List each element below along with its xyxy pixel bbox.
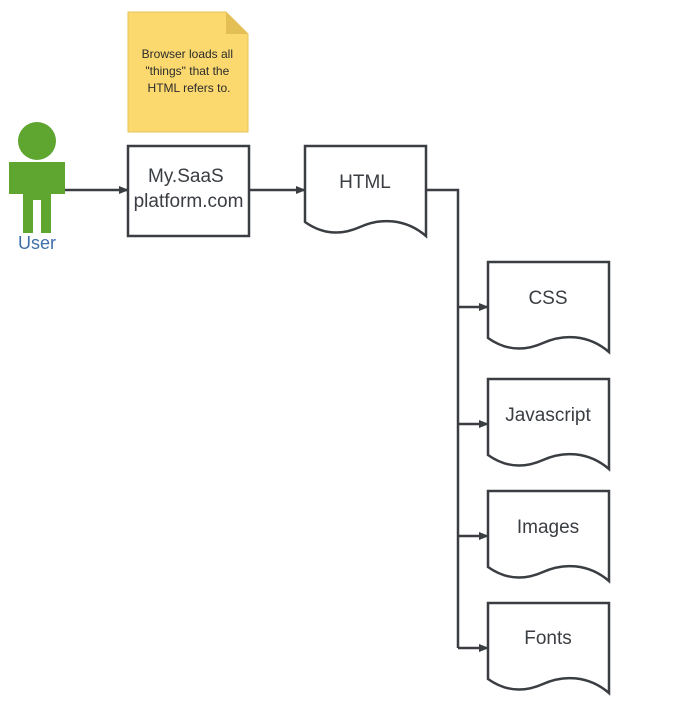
site-box-frame — [126, 144, 251, 238]
site-line-1: My.SaaS — [148, 166, 224, 187]
images-document: Images — [486, 489, 611, 584]
html-document-label: HTML — [339, 172, 391, 193]
svg-text:Browser loads all "thing: Browser loads all "things" that the HTML… — [142, 47, 237, 95]
site-line-2: platform.com — [134, 191, 244, 212]
javascript-document: Javascript — [486, 377, 611, 472]
user-icon — [9, 122, 65, 233]
css-document-label: CSS — [528, 288, 567, 309]
site-box: My.SaaS platform.com — [126, 144, 251, 238]
images-document-label: Images — [517, 517, 579, 538]
fonts-document-label: Fonts — [524, 628, 572, 649]
note-line-2: "things" that the — [145, 64, 229, 78]
html-document: HTML — [303, 144, 428, 239]
user-label: User — [18, 233, 56, 253]
svg-text:My.SaaS platform.com: My.SaaS platform.com — [134, 166, 244, 212]
user-head — [18, 122, 56, 160]
javascript-document-shape — [486, 377, 611, 472]
user-body — [9, 162, 65, 233]
html-connector-trunk — [426, 188, 460, 648]
sticky-note: Browser loads all "things" that the HTML… — [127, 11, 249, 133]
html-document-shape — [303, 144, 428, 239]
note-line-1: Browser loads all — [142, 47, 233, 61]
fonts-document-shape — [486, 601, 611, 696]
fonts-document: Fonts — [486, 601, 611, 696]
sticky-note-fold — [226, 12, 248, 34]
images-document-shape — [486, 489, 611, 584]
note-line-3: HTML refers to. — [148, 81, 231, 95]
css-document: CSS — [486, 260, 611, 355]
javascript-document-label: Javascript — [505, 405, 591, 426]
css-document-shape — [486, 260, 611, 355]
sticky-note-body — [127, 11, 249, 133]
